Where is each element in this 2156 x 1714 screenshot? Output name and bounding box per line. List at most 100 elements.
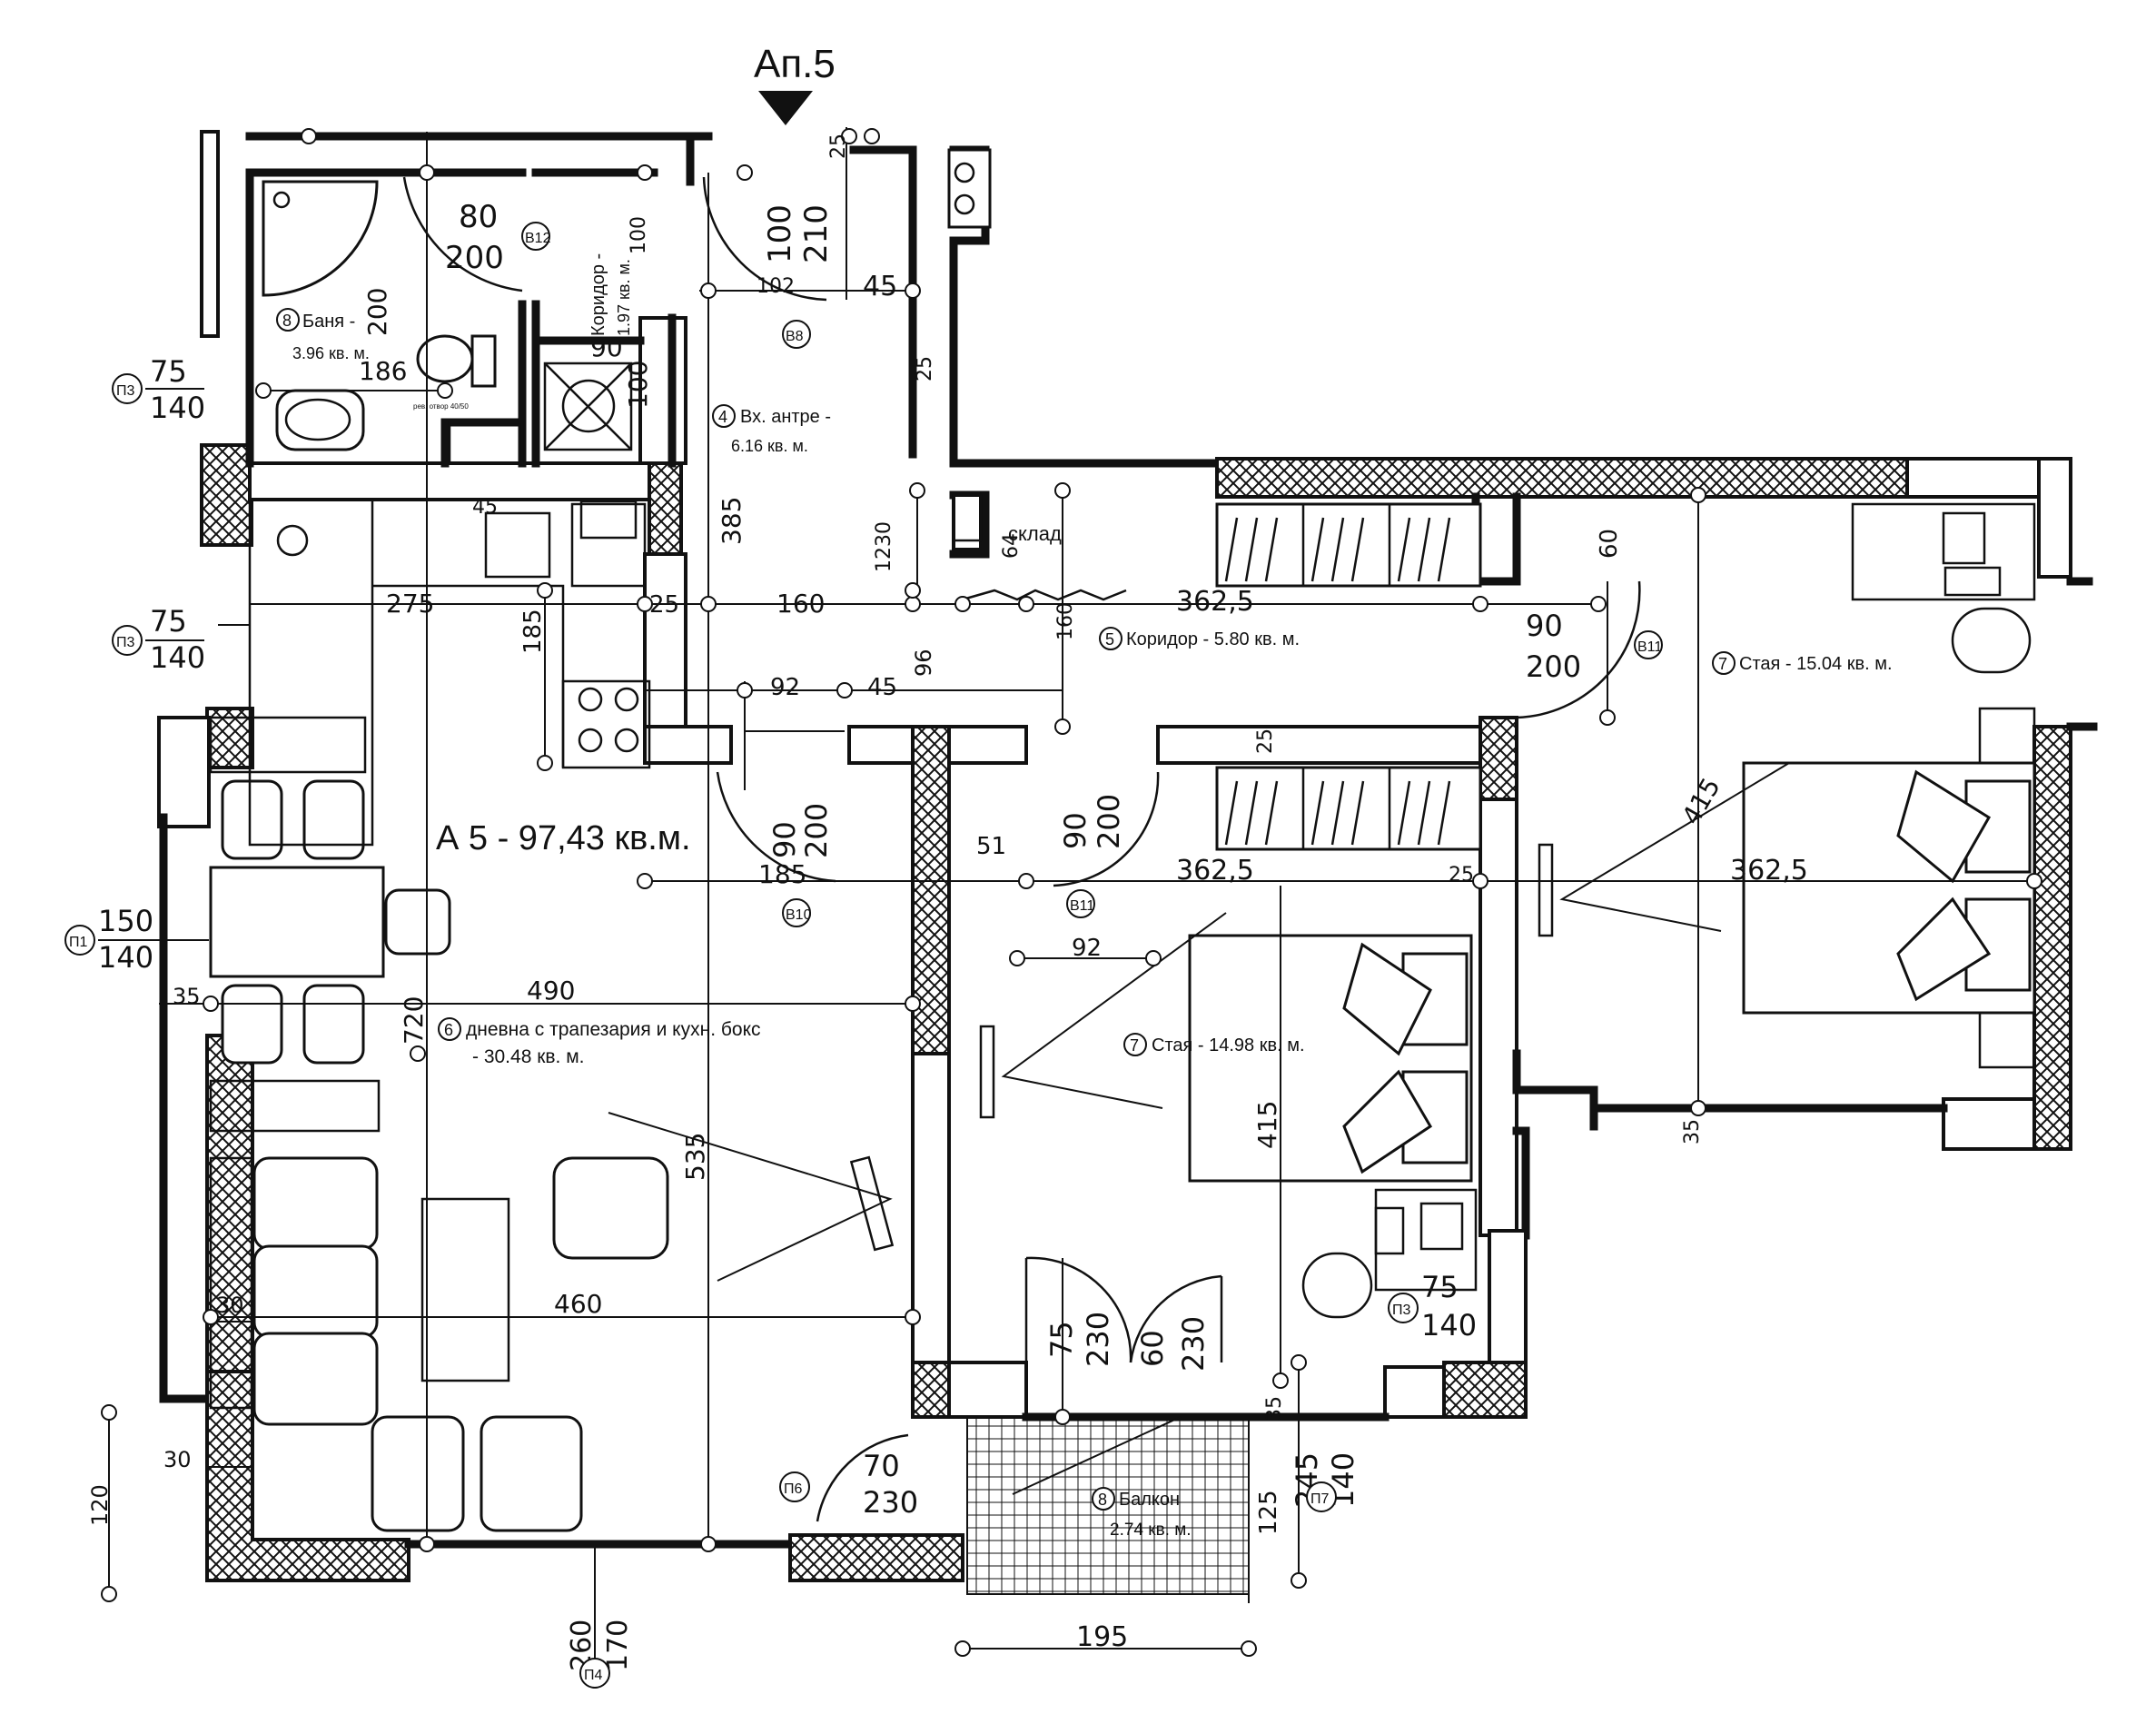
svg-text:186: 186 <box>359 356 407 386</box>
room-label-corridor-small: Коридор - 1.97 кв. м. <box>588 253 633 336</box>
svg-text:120: 120 <box>87 1484 113 1526</box>
entrance-arrow-icon <box>758 91 813 125</box>
door-tag: В11 <box>1634 630 1663 659</box>
svg-text:200: 200 <box>799 803 834 858</box>
svg-text:Вх. антре -: Вх. антре - <box>740 407 831 427</box>
svg-text:460: 460 <box>554 1289 602 1319</box>
svg-text:96: 96 <box>911 649 936 677</box>
svg-text:П3: П3 <box>116 635 135 650</box>
svg-text:100: 100 <box>628 216 650 254</box>
svg-text:В12: В12 <box>525 231 551 246</box>
svg-text:200: 200 <box>362 288 392 336</box>
svg-text:7: 7 <box>1718 655 1727 673</box>
svg-text:35: 35 <box>1263 1396 1286 1422</box>
window-tag: П3 75 140 <box>1388 1270 1477 1342</box>
room-label-bathroom: 8 Баня - 3.96 кв. м. <box>276 308 370 362</box>
svg-text:45: 45 <box>863 271 897 302</box>
svg-text:30: 30 <box>163 1447 192 1472</box>
svg-text:150: 150 <box>98 904 153 938</box>
apartment-tag-label: Ап.5 <box>754 42 836 86</box>
kitchen <box>248 498 651 847</box>
desk-room-7b <box>1301 1188 1478 1319</box>
svg-text:125: 125 <box>1255 1490 1282 1535</box>
dimension-labels: 80 200 100 210 102 45 90 100 100 186 200… <box>87 134 1808 1671</box>
room-label-bedroom-b: 7 Стая - 14.98 кв. м. <box>1123 1033 1305 1056</box>
svg-text:210: 210 <box>798 204 835 263</box>
window-tag: П1 150 140 <box>64 904 209 975</box>
svg-text:92: 92 <box>770 674 800 701</box>
svg-text:230: 230 <box>863 1485 918 1520</box>
svg-text:362,5: 362,5 <box>1176 586 1254 618</box>
svg-text:30: 30 <box>216 1293 244 1318</box>
svg-text:7: 7 <box>1130 1036 1139 1055</box>
svg-text:35: 35 <box>173 984 201 1009</box>
svg-text:В11: В11 <box>1070 898 1094 914</box>
svg-text:П4: П4 <box>584 1668 603 1683</box>
svg-text:Балкон: Балкон <box>1119 1490 1180 1510</box>
svg-text:170: 170 <box>602 1620 634 1671</box>
svg-text:6: 6 <box>444 1021 453 1039</box>
inspection-note: рев. отвор 40/50 <box>413 402 469 411</box>
svg-text:160: 160 <box>776 589 825 619</box>
svg-text:90: 90 <box>590 332 623 362</box>
svg-text:230: 230 <box>1081 1312 1115 1367</box>
dimension-markers <box>101 128 2042 1689</box>
svg-text:25: 25 <box>1254 728 1277 754</box>
svg-text:Стая - 14.98 кв. м.: Стая - 14.98 кв. м. <box>1152 1035 1305 1055</box>
svg-text:60: 60 <box>1135 1330 1170 1367</box>
svg-text:Коридор -: Коридор - <box>588 253 608 336</box>
dining-set <box>209 716 451 1133</box>
svg-text:25: 25 <box>649 591 679 619</box>
window-tag: П6 <box>779 1471 810 1502</box>
svg-text:51: 51 <box>976 833 1006 860</box>
svg-text:275: 275 <box>386 589 434 619</box>
door-tag: В8 <box>782 320 811 349</box>
svg-text:362,5: 362,5 <box>1730 855 1808 887</box>
svg-text:385: 385 <box>717 497 747 545</box>
svg-text:25: 25 <box>1449 864 1474 887</box>
bed-room-7a <box>1742 707 2036 1069</box>
svg-text:70: 70 <box>863 1449 900 1483</box>
svg-text:415: 415 <box>1676 773 1726 830</box>
svg-text:8: 8 <box>282 312 292 330</box>
svg-text:60: 60 <box>1596 529 1623 559</box>
svg-text:Стая - 15.04 кв. м.: Стая - 15.04 кв. м. <box>1739 654 1893 674</box>
door-tag: В10 <box>782 898 812 927</box>
svg-text:100: 100 <box>762 204 798 263</box>
view-lines <box>608 762 1790 1495</box>
svg-text:склад: склад <box>1008 522 1062 545</box>
svg-text:4: 4 <box>718 408 727 426</box>
svg-text:64: 64 <box>1000 533 1023 559</box>
svg-text:25: 25 <box>827 134 850 159</box>
svg-text:200: 200 <box>1092 794 1126 849</box>
svg-text:102: 102 <box>757 275 795 298</box>
window-tag: П3 75 140 <box>112 604 205 675</box>
svg-text:75: 75 <box>1421 1270 1459 1304</box>
svg-text:92: 92 <box>1072 935 1102 962</box>
svg-text:Коридор - 5.80 кв. м.: Коридор - 5.80 кв. м. <box>1126 629 1300 649</box>
wardrobes <box>962 502 1482 851</box>
svg-text:- 30.48 кв. м.: - 30.48 кв. м. <box>472 1046 585 1067</box>
svg-text:В10: В10 <box>786 907 812 923</box>
svg-text:90: 90 <box>1058 812 1093 849</box>
room-label-balcony: 8 Балкон 2.74 кв. м. <box>1092 1487 1192 1540</box>
svg-text:80: 80 <box>459 199 498 235</box>
window-tag: П7 <box>1306 1481 1337 1512</box>
svg-text:45: 45 <box>472 496 498 519</box>
svg-text:1.97 кв. м.: 1.97 кв. м. <box>615 259 633 336</box>
svg-text:90: 90 <box>1526 609 1563 643</box>
doors <box>402 176 1641 1522</box>
svg-text:25: 25 <box>914 356 936 381</box>
room-label-corridor: 5 Коридор - 5.80 кв. м. <box>1099 627 1300 650</box>
svg-text:720: 720 <box>399 996 429 1045</box>
total-area-label: А 5 - 97,43 кв.м. <box>436 819 691 857</box>
room-label-bedroom-a: 7 Стая - 15.04 кв. м. <box>1712 651 1893 675</box>
svg-text:П3: П3 <box>1392 1303 1411 1318</box>
svg-text:140: 140 <box>150 391 205 425</box>
svg-text:П7: П7 <box>1310 1491 1330 1507</box>
window-tag: П3 75 140 <box>112 354 205 425</box>
svg-text:35: 35 <box>1681 1119 1704 1144</box>
svg-text:185: 185 <box>519 609 547 654</box>
svg-text:140: 140 <box>1421 1308 1477 1342</box>
